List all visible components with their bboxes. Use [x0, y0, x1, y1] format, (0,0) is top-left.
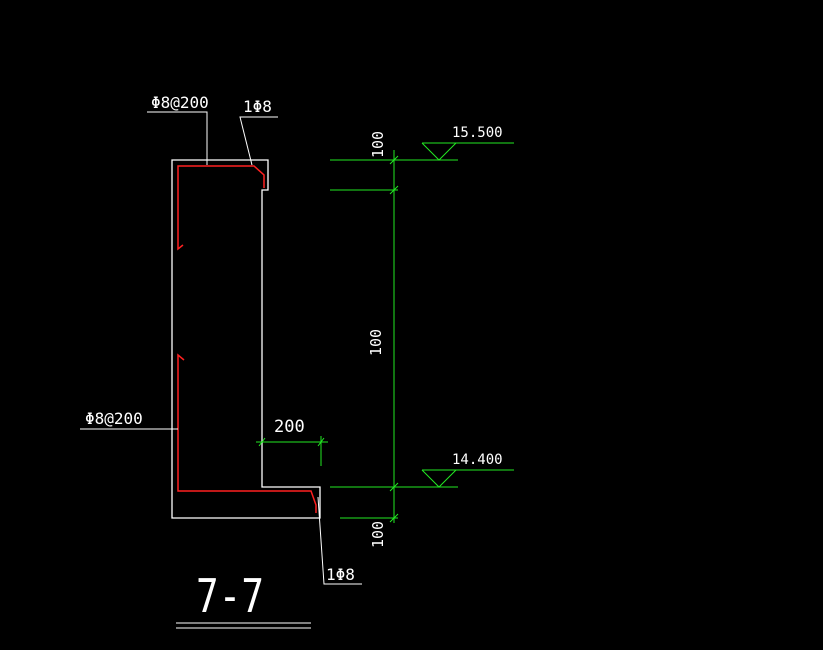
label-left-rebar-spacing: Φ8@200 — [85, 409, 143, 428]
rebar-bottom-stirrup — [177, 353, 317, 513]
elevation-triangle-top-icon — [421, 142, 457, 161]
label-bottom-bar: 1Φ8 — [326, 565, 355, 584]
vdim-tick-2 — [389, 185, 399, 195]
label-width-dim: 200 — [274, 417, 305, 437]
section-outline — [171, 159, 321, 519]
rebar-top-stirrup — [177, 165, 265, 251]
width-dim-tick-right — [317, 437, 325, 447]
label-elevation-top: 15.500 — [452, 125, 503, 141]
width-dimension — [256, 436, 328, 466]
rebar-group — [177, 165, 317, 513]
width-dim-tick-left — [258, 437, 266, 447]
vdim-tick-1 — [389, 155, 399, 165]
leader-top-rebar — [147, 111, 208, 165]
annotation-group — [80, 111, 362, 585]
label-top-bar: 1Φ8 — [243, 97, 272, 116]
label-elevation-bottom: 14.400 — [452, 452, 503, 468]
section-title: 7-7 — [196, 569, 264, 623]
elevation-marker-top — [421, 142, 514, 161]
label-top-rebar-spacing: Φ8@200 — [151, 93, 209, 112]
elevation-triangle-bottom-icon — [421, 469, 457, 488]
leader-top-bar — [239, 116, 278, 166]
label-dim-bottom-segment: 100 — [369, 521, 387, 548]
label-dim-top-segment: 100 — [369, 131, 387, 158]
elevation-marker-bottom — [421, 469, 514, 488]
leader-bottom-bar — [317, 496, 362, 585]
vertical-dimension-chain — [330, 150, 458, 523]
vdim-tick-3 — [389, 482, 399, 492]
vdim-tick-4 — [389, 513, 399, 523]
label-dim-middle-segment: 100 — [367, 329, 385, 356]
